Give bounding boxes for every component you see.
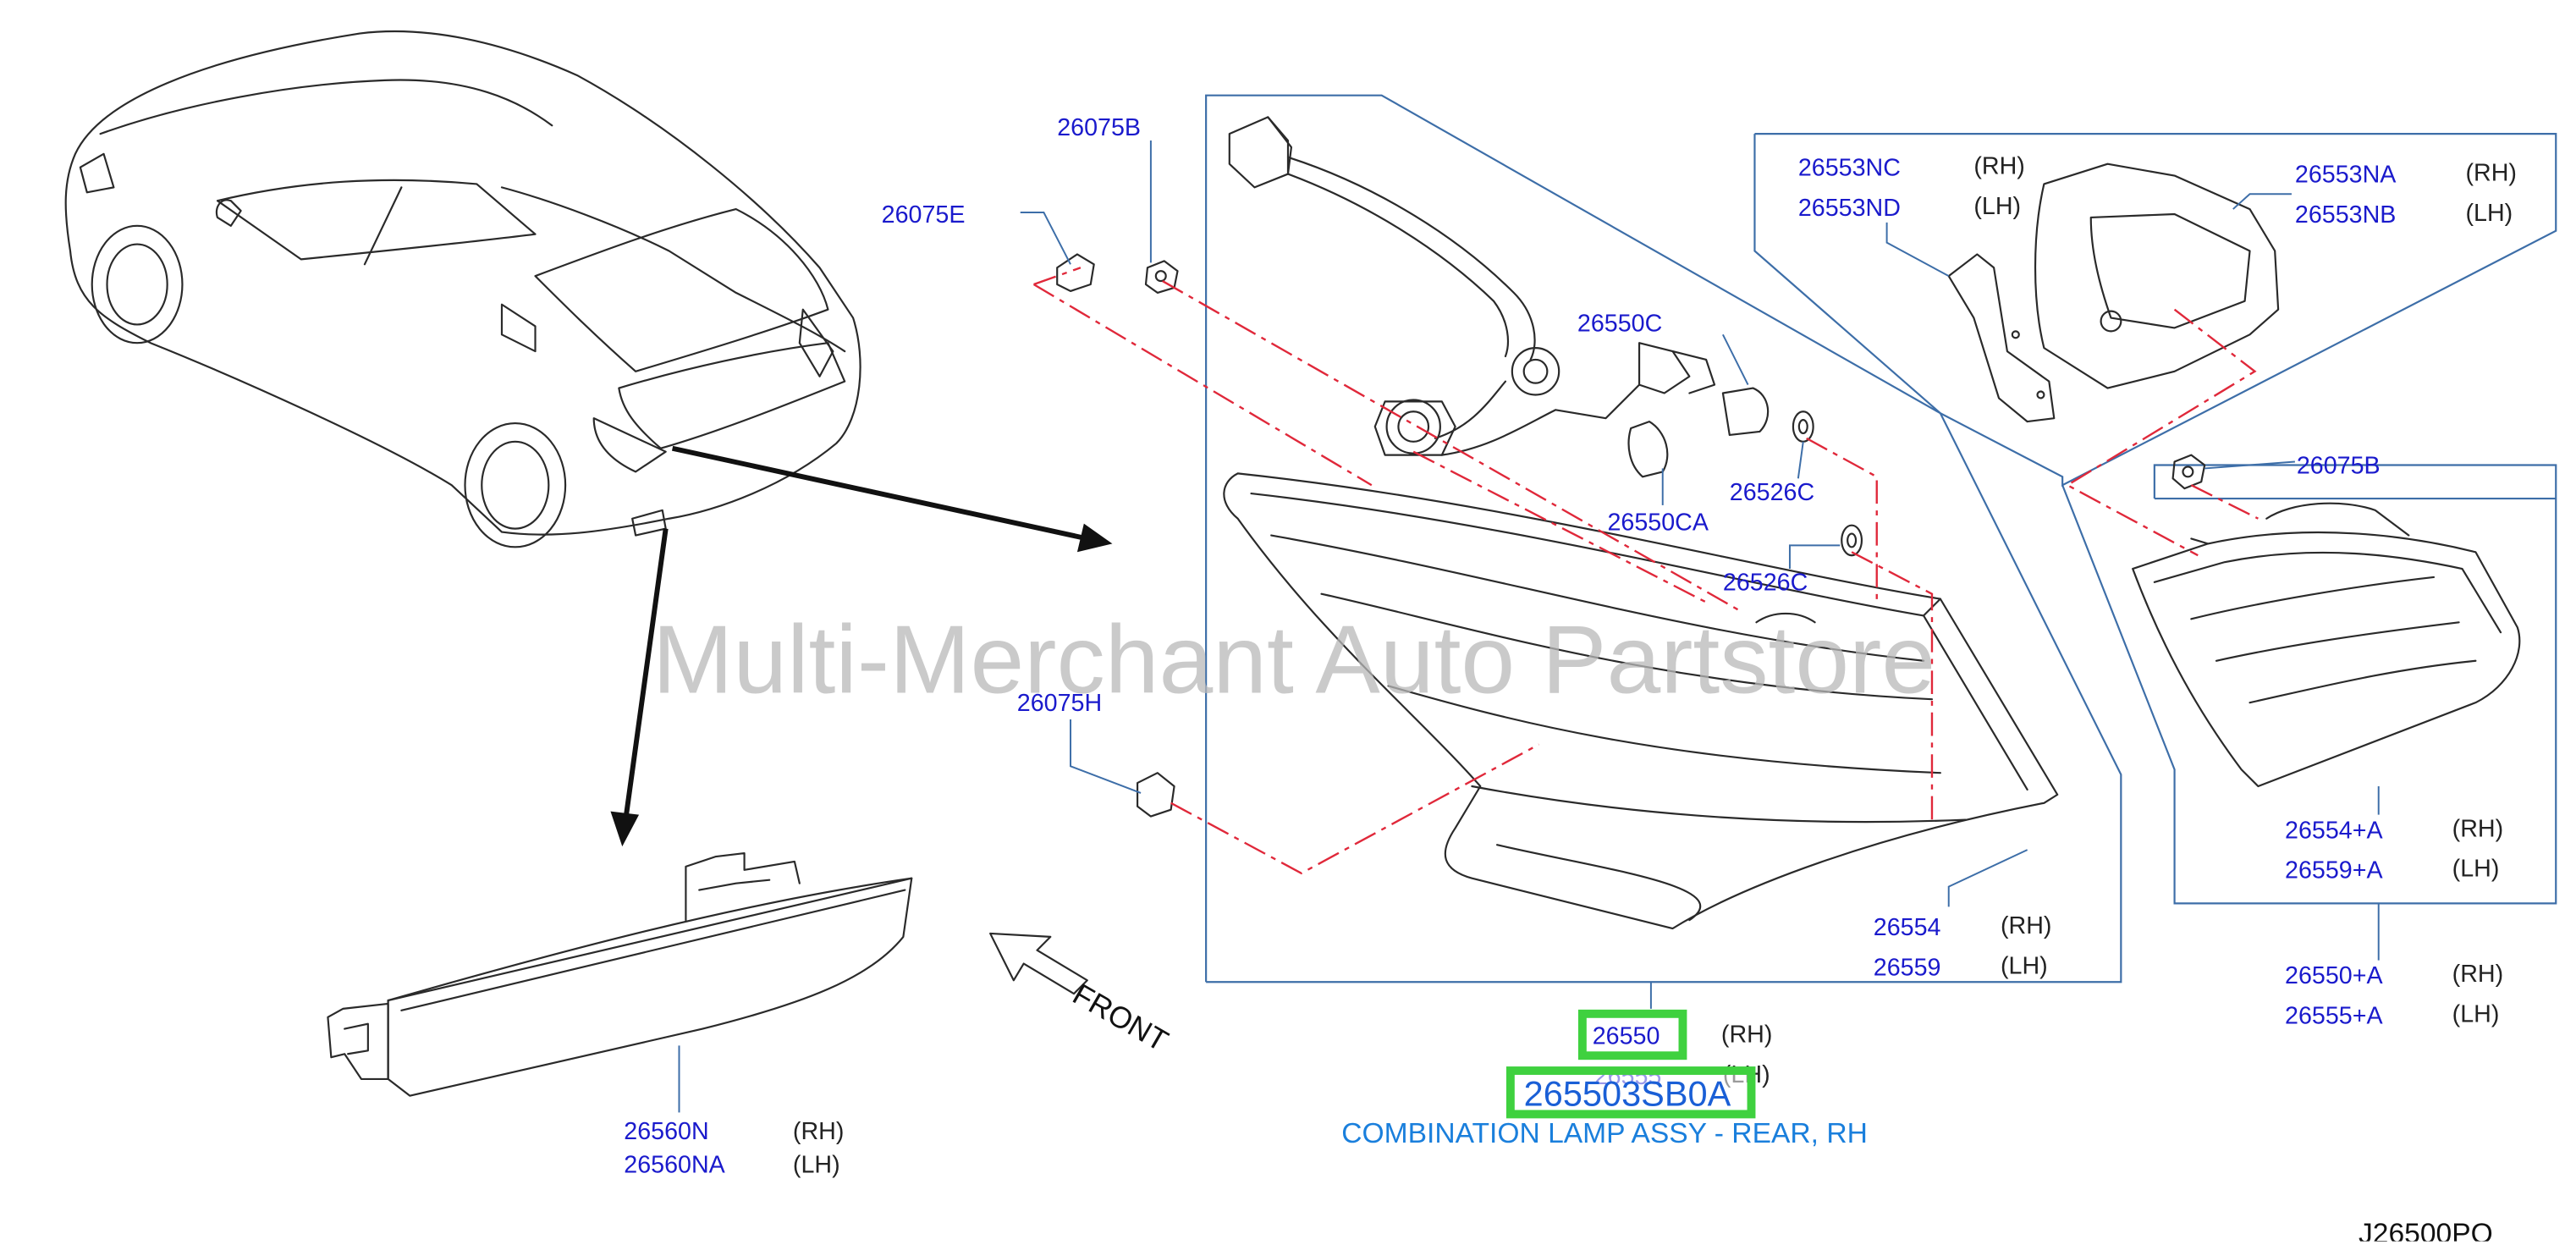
callout-26553nb[interactable]: 26553NB — [2295, 201, 2397, 229]
callout-26553nd[interactable]: 26553ND — [1798, 195, 1901, 222]
callout-26560na[interactable]: 26560NA — [624, 1152, 725, 1179]
selected-part: 265503SB0A COMBINATION LAMP ASSY - REAR,… — [1341, 1066, 1868, 1149]
callout-26526c-b[interactable]: 26526C — [1723, 570, 1808, 597]
callout-26553nb-side: (LH) — [2466, 200, 2513, 227]
callout-26554a-side: (RH) — [2452, 815, 2503, 842]
callout-26550-side: (RH) — [1721, 1021, 1772, 1048]
callout-26550a-side: (RH) — [2452, 961, 2503, 988]
callout-26554-side: (RH) — [2001, 912, 2051, 939]
inner-lamp-box — [2061, 464, 2557, 905]
callout-26553na[interactable]: 26553NA — [2295, 161, 2397, 188]
side-marker-lamp — [327, 851, 913, 1097]
front-direction-arrow: FRONT — [989, 932, 1174, 1058]
bracket-box — [1753, 133, 2557, 487]
callout-26550ca[interactable]: 26550CA — [1608, 510, 1709, 537]
callout-26559a-side: (LH) — [2452, 856, 2500, 883]
callout-26554[interactable]: 26554 — [1874, 914, 1941, 941]
callout-26554a[interactable]: 26554+A — [2285, 817, 2383, 844]
leader-lines — [678, 140, 2380, 1113]
watermark: Multi-Merchant Auto Partstore — [652, 605, 1935, 713]
callout-26559[interactable]: 26559 — [1874, 954, 1941, 981]
selected-part-description: COMBINATION LAMP ASSY - REAR, RH — [1341, 1118, 1868, 1149]
main-assembly-box — [1205, 94, 2122, 983]
callout-26553nc-side: (RH) — [1973, 153, 2024, 180]
callout-26559a[interactable]: 26559+A — [2285, 857, 2383, 884]
callout-26550c[interactable]: 26550C — [1577, 310, 1662, 337]
callout-26553na-side: (RH) — [2466, 159, 2517, 186]
inner-lamp — [2132, 502, 2521, 788]
callout-26555a-side: (LH) — [2452, 1001, 2500, 1028]
callout-26560n[interactable]: 26560N — [624, 1118, 708, 1145]
callout-26550a[interactable]: 26550+A — [2285, 962, 2383, 989]
callout-26075h[interactable]: 26075H — [1017, 690, 1102, 717]
callout-26550[interactable]: 26550 — [1593, 1022, 1660, 1049]
outer-tail-lamp — [1223, 472, 2059, 930]
front-label: FRONT — [1067, 977, 1174, 1058]
callout-26555a[interactable]: 26555+A — [2285, 1003, 2383, 1030]
assembly-dash-lines — [1032, 267, 2259, 875]
callout-26553nc[interactable]: 26553NC — [1798, 155, 1901, 182]
selected-part-backdrop — [1510, 1071, 1752, 1115]
callout-26526c-a[interactable]: 26526C — [1730, 479, 1814, 506]
diagram-code: J26500PQ — [2359, 1219, 2493, 1242]
selected-part-number[interactable]: 265503SB0A — [1524, 1074, 1731, 1114]
wiring-harness — [1228, 116, 1716, 456]
car-drawing — [64, 30, 861, 548]
pointer-arrows — [610, 445, 1113, 847]
bracket-parts — [1947, 163, 2280, 423]
highlight-box-selected — [1505, 1066, 1756, 1119]
callout-26075b-right[interactable]: 26075B — [2297, 452, 2381, 479]
callout-26559-side: (LH) — [2001, 952, 2048, 979]
callout-26560na-side: (LH) — [793, 1152, 840, 1179]
highlight-box-26550 — [1577, 1009, 1687, 1060]
callout-26553nd-side: (LH) — [1973, 193, 2021, 220]
callout-26560n-side: (RH) — [793, 1118, 844, 1145]
callout-26075e[interactable]: 26075E — [882, 201, 966, 229]
callout-26075b-top[interactable]: 26075B — [1057, 114, 1141, 141]
